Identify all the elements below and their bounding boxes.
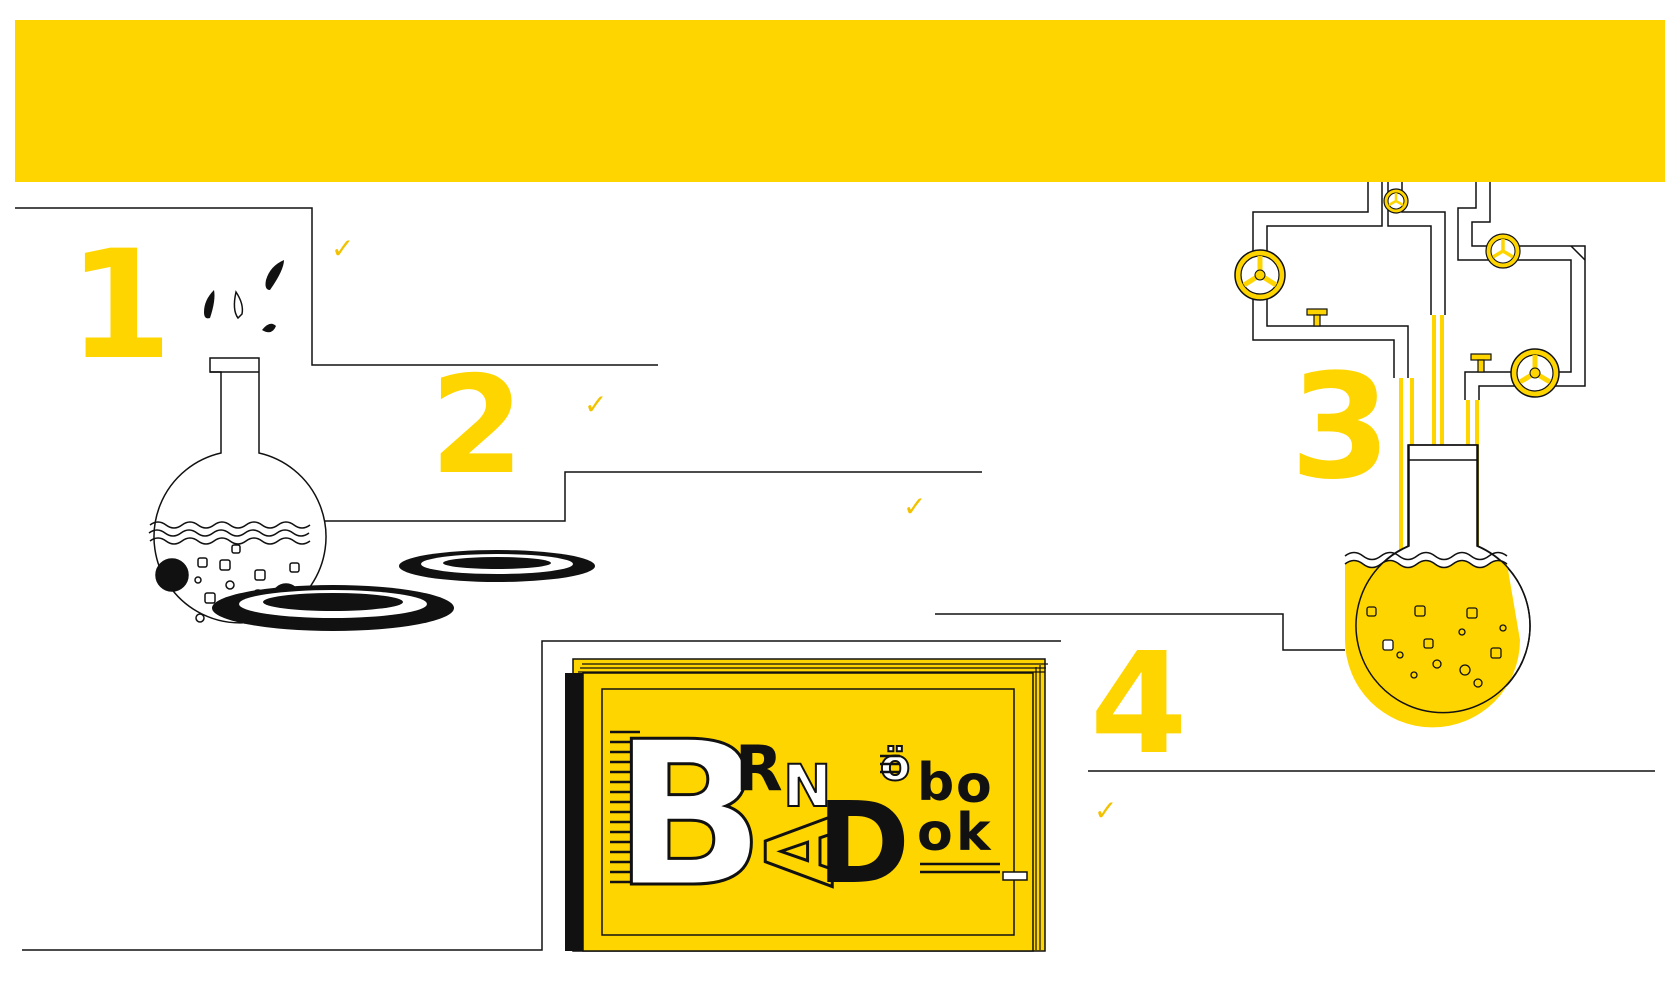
book-letter-o2: o: [917, 803, 953, 863]
book-letter-b2: b: [917, 753, 954, 813]
check-icon-4: ✓: [1094, 794, 1117, 827]
flask-icon-yellow: [1344, 444, 1531, 728]
book-letter-n: N: [783, 752, 832, 820]
ripple-icon: [212, 550, 595, 631]
staircase-lines: [15, 207, 1655, 951]
check-icon-3: ✓: [903, 490, 926, 523]
book-letter-o-umlaut: ö: [880, 740, 910, 791]
check-icon-1: ✓: [331, 232, 354, 265]
book-letter-r: R: [735, 732, 783, 805]
book-letter-b: B: [613, 699, 765, 932]
step-number-3: 3: [1290, 343, 1391, 512]
step-number-2: 2: [430, 347, 524, 504]
book-letter-k: k: [956, 803, 992, 863]
step-number-4: 4: [1090, 623, 1187, 786]
book-letter-d: D: [817, 779, 910, 909]
book-icon: B R N A D ö b o o k: [565, 658, 1048, 952]
valve-wheel-icon: [1234, 188, 1560, 398]
step-number-1: 1: [68, 219, 172, 393]
check-icon-2: ✓: [584, 388, 607, 421]
top-banner: [15, 20, 1665, 182]
flask-icon: [148, 260, 327, 624]
book-letter-a: A: [747, 816, 854, 887]
book-letter-o1: o: [956, 755, 992, 815]
